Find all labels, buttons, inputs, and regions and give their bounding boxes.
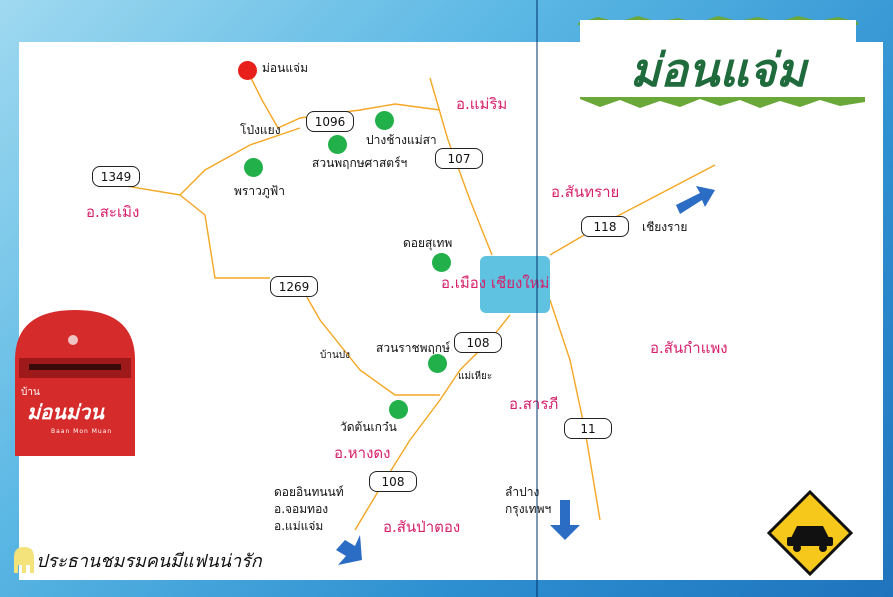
- road-badge-118: 118: [581, 216, 629, 237]
- mailbox-text-english: Baan Mon Muan: [51, 428, 113, 435]
- road-badge-1349: 1349: [92, 166, 140, 187]
- district-san-kamphaeng: อ.สันกำแพง: [650, 339, 728, 357]
- car-sign-shape: [766, 489, 854, 577]
- attraction-pin-ratchaphruek[interactable]: [428, 354, 447, 373]
- road-11: [549, 299, 601, 521]
- label-doi-inthanon: ดอยอินทนนท์: [274, 485, 344, 499]
- arrow-chiang-rai: [676, 186, 715, 214]
- label-phrao-phu-fa: พราวภูฟ้า: [234, 184, 285, 198]
- label-pong-yaeng: โป่งแยง: [240, 123, 281, 137]
- road-badge-107: 107: [435, 148, 483, 169]
- city-center-box: [480, 256, 550, 313]
- mailbox-logo: บ้าน ม่อนม่วน Baan Mon Muan: [15, 310, 135, 456]
- road-107: [429, 77, 493, 256]
- attraction-pin-phrao-phu-fa[interactable]: [244, 158, 263, 177]
- mailbox-text-ban: บ้าน: [21, 387, 40, 398]
- elephant-icon: [12, 543, 36, 577]
- label-botanic: สวนพฤกษศาสตร์ฯ: [312, 156, 408, 170]
- title-banner: ม่อนแจ่ม: [580, 20, 856, 105]
- road-badge-108-north: 108: [454, 332, 502, 353]
- road-1269: [299, 284, 440, 396]
- label-bangkok: กรุงเทพฯ: [505, 502, 552, 516]
- label-wat-ton-kwen: วัดต้นเกว๋น: [340, 420, 397, 434]
- arrow-mae-chaem: [336, 535, 362, 565]
- car-warning-sign-icon: [766, 489, 854, 577]
- district-hang-dong: อ.หางดง: [334, 444, 391, 462]
- label-mae-chaem: อ.แม่แจ่ม: [274, 519, 324, 533]
- district-saraphi: อ.สารภี: [509, 395, 559, 413]
- title-grass-bottom: [580, 96, 865, 110]
- label-ratchaphruek: สวนราชพฤกษ์: [376, 341, 450, 355]
- label-chom-thong: อ.จอมทอง: [274, 502, 329, 516]
- arrow-bangkok: [550, 500, 580, 540]
- road-samoeng-link: [179, 194, 270, 279]
- label-chiang-rai: เชียงราย: [642, 220, 688, 234]
- destination-pin[interactable]: [238, 61, 257, 80]
- district-samoeng: อ.สะเมิง: [86, 203, 140, 221]
- attraction-pin-botanic[interactable]: [328, 135, 347, 154]
- road-badge-1096: 1096: [306, 111, 354, 132]
- footer-note: ประธานชมรมคนมีแฟนน่ารัก: [36, 551, 262, 572]
- district-san-sai: อ.สันทราย: [551, 183, 620, 201]
- grass-bottom-shape: [580, 97, 865, 108]
- district-san-pa-tong: อ.สันป่าตอง: [383, 518, 461, 536]
- label-ban-pong: บ้านปง: [320, 350, 351, 361]
- label-mae-hia: แม่เหียะ: [458, 371, 493, 382]
- road-monjam: [247, 71, 301, 129]
- road-badge-108-south: 108: [369, 471, 417, 492]
- road-badge-11: 11: [564, 418, 612, 439]
- label-mon-jam: ม่อนแจ่ม: [262, 61, 308, 75]
- attraction-pin-doi-suthep[interactable]: [432, 253, 451, 272]
- district-mueang: อ.เมือง เชียงใหม่: [441, 274, 550, 292]
- mailbox-shape: [15, 310, 135, 456]
- elephant-shape: [14, 547, 34, 573]
- attraction-pin-elephant-camp[interactable]: [375, 111, 394, 130]
- district-mae-rim: อ.แม่ริม: [456, 95, 508, 113]
- mailbox-text-name: ม่อนม่วน: [27, 400, 104, 424]
- map-paper: [19, 42, 883, 580]
- label-pang-chang: ปางช้างแม่สา: [366, 133, 437, 147]
- map-title: ม่อนแจ่ม: [629, 43, 807, 97]
- label-doi-suthep: ดอยสุเทพ: [403, 236, 453, 250]
- road-badge-1269: 1269: [270, 276, 318, 297]
- road-1349: [119, 127, 301, 196]
- label-lampang: ลำปาง: [505, 485, 540, 499]
- attraction-pin-wat-ton-kwen[interactable]: [389, 400, 408, 419]
